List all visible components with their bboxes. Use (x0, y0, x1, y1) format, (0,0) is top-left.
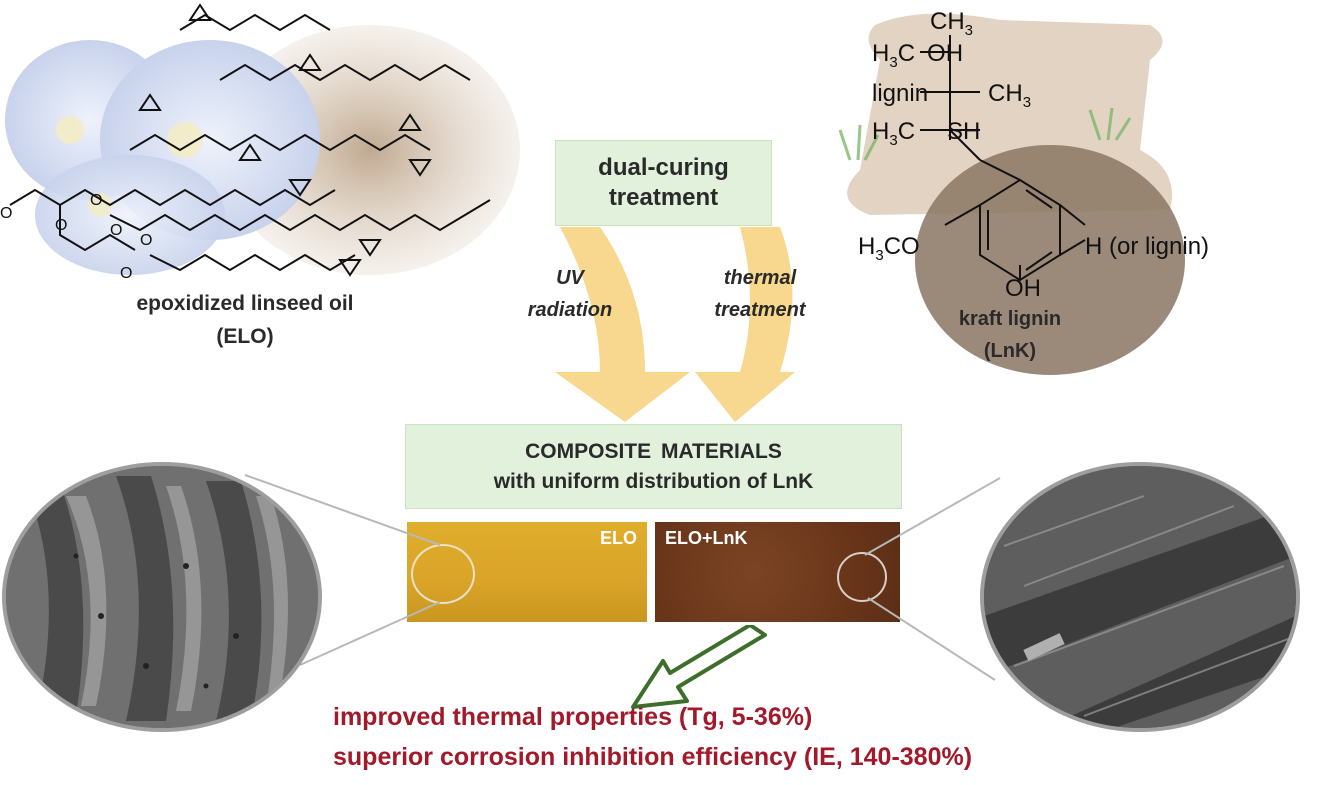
connector-right-top (864, 477, 1001, 556)
lignin-sh-text: SH (947, 118, 981, 145)
lignin-h3c-oh: H3C OH (872, 40, 963, 71)
lignin-h3co-text: H3CO (858, 233, 920, 264)
connector-left-bottom (299, 601, 441, 666)
lignin-h3co: H3CO (858, 233, 920, 264)
dual-curing-title: dual-curing treatment (598, 154, 729, 211)
ester-o-3: O (120, 265, 132, 282)
sample-elo: ELO (407, 522, 647, 622)
uv-label: UV radiation (500, 262, 640, 326)
uv-label-text: UV radiation (527, 267, 613, 321)
thermal-label: thermal treatment (690, 262, 830, 326)
result-corrosion: superior corrosion inhibition efficiency… (333, 743, 973, 771)
composite-line1: COMPOSITE MATERIALS (525, 439, 782, 463)
carbonyl-o-2: O (90, 192, 102, 209)
elo-name: epoxidized linseed oil (136, 292, 354, 315)
elo-abbr: (ELO) (216, 325, 274, 348)
dual-curing-box: dual-curing treatment (555, 140, 772, 226)
thermal-label-text: thermal treatment (714, 267, 806, 321)
connector-left-top (244, 474, 441, 546)
connector-right-bottom (867, 597, 996, 681)
sem-elo-lnk-texture (984, 466, 1296, 728)
elo-molecule-graphic: O O O O O O (0, 3, 520, 282)
result-thermal: improved thermal properties (Tg, 5-36%) (333, 703, 813, 731)
elo-illustration: O O O O O O (0, 0, 520, 290)
sample-elo-lnk-zoom-circle (837, 552, 887, 602)
thermal-arrow (695, 227, 795, 422)
result-arrow (631, 625, 767, 709)
lignin-oh-top-text: OH (927, 40, 964, 67)
sample-elo-lnk: ELO+LnK (655, 522, 900, 622)
lignin-abbr: (LnK) (983, 340, 1037, 362)
lignin-h-or-lignin: H (or lignin) (1085, 233, 1209, 261)
lignin-ch3-right-text: CH3 (988, 80, 1032, 111)
lignin-background-graphic (838, 13, 1185, 375)
lignin-ch3-top: CH3 (930, 8, 973, 39)
sample-elo-zoom-circle (411, 544, 475, 604)
lignin-illustration (820, 0, 1328, 380)
sample-elo-lnk-label: ELO+LnK (665, 528, 748, 548)
lignin-name: kraft lignin (958, 308, 1062, 330)
sample-elo-label: ELO (599, 528, 637, 548)
ester-o-2: O (110, 222, 122, 239)
lignin-left-text: lignin (872, 80, 929, 107)
lignin-ch3-top-text: CH3 (930, 8, 974, 39)
lignin-h-or-lignin-text: H (or lignin) (1085, 233, 1210, 260)
lignin-h3c-sh: H3C SH (872, 118, 980, 149)
ester-o-1: O (55, 217, 67, 234)
lignin-oh-bottom-text: OH (1005, 275, 1041, 302)
lignin-oh-bottom: OH (1005, 275, 1041, 303)
lignin-lignin-ch3: lignin CH3 (872, 80, 1031, 111)
carbonyl-o-1: O (0, 205, 12, 222)
lignin-h3c-text: H3C (872, 40, 916, 71)
composite-box: COMPOSITE MATERIALS with uniform distrib… (405, 424, 902, 509)
carbonyl-o-3: O (140, 232, 152, 249)
uv-arrow (555, 227, 690, 422)
lignin-h3c-sh-text: H3C (872, 118, 916, 149)
sem-image-elo (2, 462, 322, 732)
sem-image-elo-lnk (980, 462, 1300, 732)
composite-line2: with uniform distribution of LnK (493, 469, 814, 493)
curing-arrows (555, 227, 795, 422)
sem-elo-texture (6, 466, 318, 728)
